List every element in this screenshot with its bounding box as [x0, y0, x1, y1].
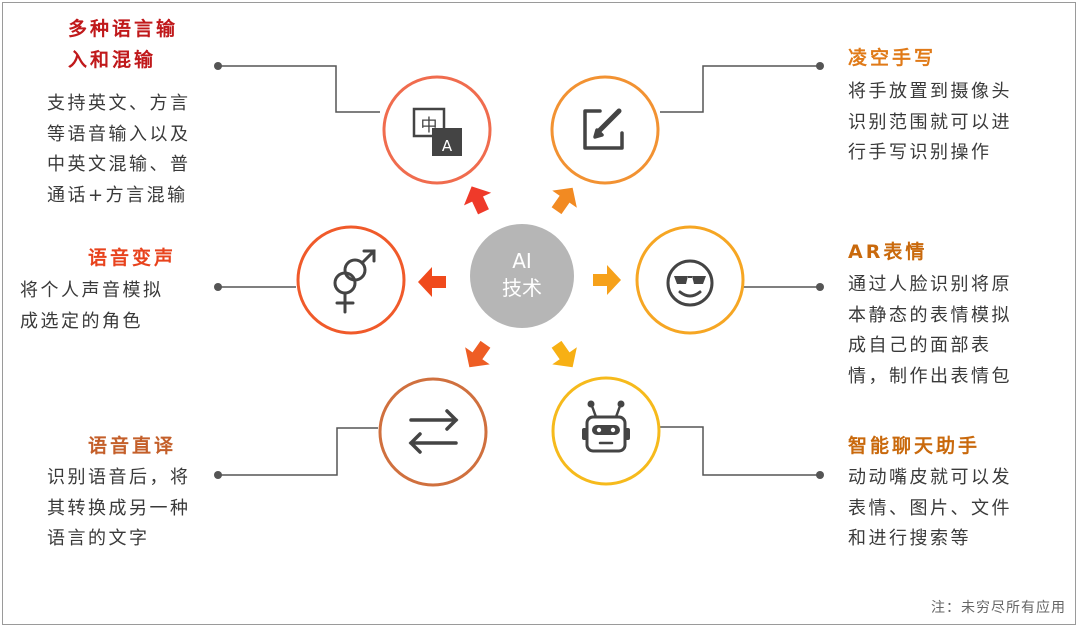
icon-text-en: A — [442, 137, 453, 155]
center-label: AI 技术 — [470, 223, 574, 327]
connector-dot — [816, 471, 824, 479]
swap-arrows-icon — [408, 409, 459, 454]
title-air-writing: 凌空手写 — [848, 47, 937, 69]
title-ar-emoji: AR表情 — [848, 241, 928, 263]
connector-dot — [214, 62, 222, 70]
arrow-to-voice-change — [418, 267, 446, 297]
icon-text-zh: 中 — [421, 116, 438, 136]
desc-line: 识别范围就可以进 — [848, 111, 1012, 133]
language-translate-icon: 中 A — [412, 107, 462, 156]
desc-line: 成选定的角色 — [20, 310, 143, 332]
connector-dot — [214, 471, 222, 479]
arrow-to-voice-translate — [457, 335, 498, 376]
desc-line: 情，制作出表情包 — [848, 365, 1012, 387]
desc-line: 语言的文字 — [47, 528, 150, 549]
robot-icon — [582, 400, 630, 453]
desc-smart-chat: 动动嘴皮就可以发 表情、图片、文件 和进行搜索等 — [848, 463, 1012, 555]
arrow-to-ar-emoji — [593, 265, 621, 295]
desc-voice-change: 将个人声音模拟 成选定的角色 — [20, 276, 164, 337]
title-multilingual-line2: 入和混输 — [68, 49, 157, 71]
arrow-to-air-writing — [544, 179, 585, 220]
desc-line: 中英文混输、普 — [47, 154, 191, 175]
connector-dot — [816, 283, 824, 291]
desc-line: 将手放置到摄像头 — [848, 81, 1012, 102]
connector-dot — [816, 62, 824, 70]
desc-line: 本静态的表情模拟 — [848, 304, 1012, 326]
desc-line: 通话+方言混输 — [47, 184, 188, 206]
footnote: 注：未穷尽所有应用 — [931, 600, 1066, 616]
desc-air-writing: 将手放置到摄像头 识别范围就可以进 行手写识别操作 — [848, 77, 1012, 169]
connector-air-writing — [660, 65, 820, 113]
desc-ar-emoji: 通过人脸识别将原 本静态的表情模拟 成自己的面部表 情，制作出表情包 — [848, 270, 1012, 392]
arrow-to-smart-chat — [544, 335, 585, 376]
node-voice-translate — [378, 377, 488, 487]
desc-line: 将个人声音模拟 — [20, 280, 164, 301]
center-label-line2: 技术 — [502, 276, 542, 300]
connector-voice-translate — [218, 427, 378, 476]
desc-line: 通过人脸识别将原 — [848, 274, 1012, 295]
center-label-line1: AI — [512, 249, 532, 273]
desc-voice-translate: 识别语音后，将 其转换成另一种 语言的文字 — [47, 463, 191, 555]
title-multilingual: 多种语言输 入和混输 — [68, 14, 178, 76]
title-voice-change: 语音变声 — [88, 247, 177, 269]
node-air-writing — [550, 75, 660, 185]
connector-smart-chat — [660, 426, 820, 476]
edit-icon — [583, 108, 624, 150]
desc-line: 表情、图片、文件 — [848, 497, 1012, 519]
connector-dot — [214, 283, 222, 291]
desc-line: 动动嘴皮就可以发 — [848, 467, 1012, 488]
title-multilingual-line1: 多种语言输 — [68, 18, 179, 40]
desc-line: 和进行搜索等 — [848, 528, 971, 549]
gender-symbol-icon — [333, 249, 376, 314]
node-ar-emoji — [635, 225, 745, 335]
sunglasses-face-icon — [666, 259, 714, 307]
desc-line: 识别语音后，将 — [47, 467, 191, 488]
desc-line: 行手写识别操作 — [848, 142, 992, 163]
title-voice-translate: 语音直译 — [88, 435, 177, 457]
desc-line: 其转换成另一种 — [47, 497, 191, 519]
desc-line: 等语音输入以及 — [47, 123, 191, 145]
arrow-to-multilingual — [458, 180, 498, 219]
desc-multilingual: 支持英文、方言 等语音输入以及 中英文混输、普 通话+方言混输 — [47, 89, 191, 211]
desc-line: 成自己的面部表 — [848, 335, 992, 356]
center-node — [470, 224, 574, 328]
connector-multilingual — [218, 65, 380, 113]
title-smart-chat: 智能聊天助手 — [848, 435, 981, 457]
desc-line: 支持英文、方言 — [47, 93, 191, 114]
